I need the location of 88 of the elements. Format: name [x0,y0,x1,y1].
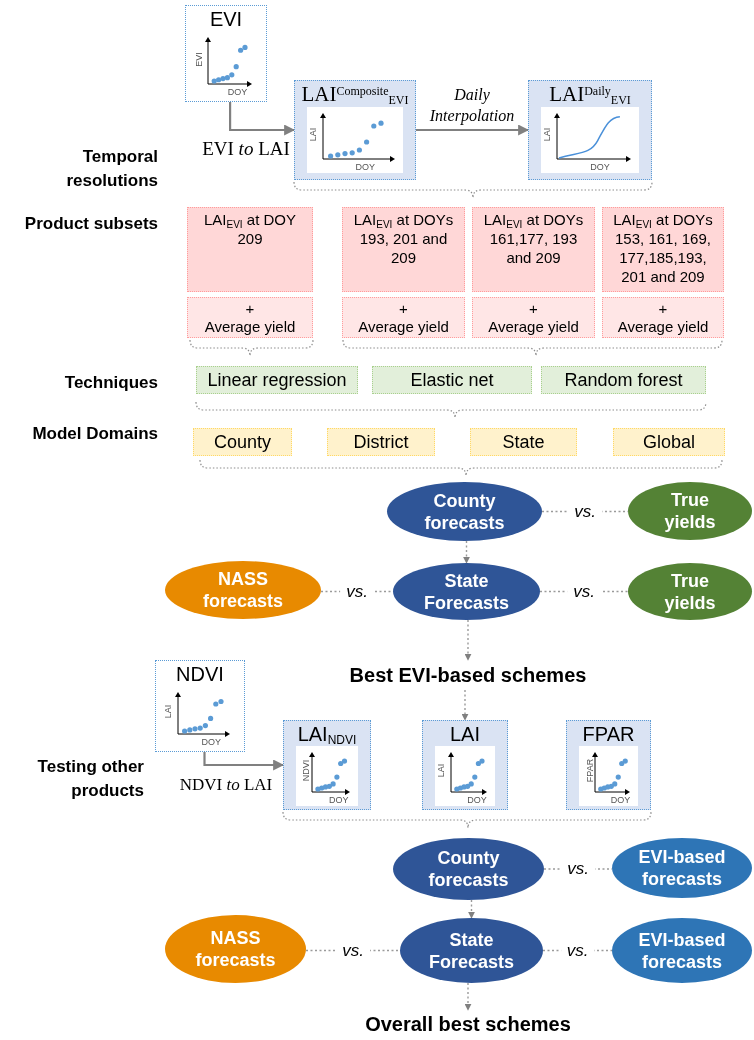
domain-box [193,428,292,456]
edge-label: NDVI to LAI [178,774,274,795]
box-text: Average yield [488,317,579,336]
axis-label: LAI [164,704,174,719]
ellipse-text: State Forecasts [422,569,510,614]
ellipse-text: State Forecasts [427,928,515,973]
ellipse-text: NASS forecasts [201,568,284,612]
ellipse-text: NASS forecasts [194,927,277,971]
subset-box [602,207,724,292]
domain-box [470,428,577,456]
domain-box [327,428,435,456]
box-text: + [245,299,255,318]
result-heading: Best EVI-based schemes [349,663,587,688]
box-text: LAI$_{EVI}$ at DOY 209 [203,210,297,248]
arrow [416,124,530,136]
chart-panel [283,720,371,810]
axis-label: DOY [590,163,610,172]
axis-label: DOY [467,796,487,805]
addition-box [342,297,465,338]
chart-panel [566,720,651,810]
axis-label: LAI [437,763,447,778]
subset-box [342,207,465,292]
row-label: Techniques [63,372,158,394]
box-text: Linear regression [207,368,347,392]
axis-label: LAI [543,127,553,142]
panel-title: LAI$_{NDVI}$ [297,724,357,744]
addition-box [602,297,724,338]
panel-title: FPAR [582,724,635,744]
addition-box [472,297,595,338]
arrow [468,899,475,919]
chart-panel [185,5,267,102]
axis-label: DOY [329,796,349,805]
chart-panel [422,720,508,810]
domain-box [613,428,725,456]
technique-box [541,366,706,394]
box-text: LAI$_{EVI}$ at DOYs 193, 201 and 209 [352,210,455,267]
ellipse-text: EVI-based forecasts [637,846,727,890]
arrow [464,982,472,1011]
technique-box [196,366,358,394]
box-text: District [353,430,409,454]
box-text: Average yield [204,317,296,336]
ellipse-text: True yields [663,489,717,533]
box-text: Elastic net [410,368,494,392]
row-label: Testing other products [36,756,144,802]
box-text: LAI$_{EVI}$ at DOYs 153, 161, 169, 177,185,193, 201 and 209 [612,210,714,286]
addition-box [187,297,313,338]
ellipse-text: True yields [663,569,717,614]
box-text: + [399,299,408,318]
axis-label: DOY [201,738,221,747]
ellipse-text: County forecasts [423,489,506,534]
box-text: State [502,430,545,454]
axis-label: EVI [194,51,204,67]
arrow [464,619,472,661]
chart-panel [155,660,245,752]
box-text: Random forest [564,368,683,392]
axis-label: LAI [309,127,319,142]
row-label: Model Domains [31,423,158,445]
axis-label: DOY [355,163,375,172]
row-label: Temporal resolutions [65,146,158,192]
ellipse-text: County forecasts [427,847,510,891]
arrow [461,689,469,721]
arrow [463,540,470,564]
panel-title: LAI [450,724,480,744]
edge-label: EVI to LAI [201,138,291,159]
box-text: + [529,299,538,318]
chart-panel [294,80,416,180]
technique-box [372,366,532,394]
edge-label: Daily Interpolation [428,85,516,126]
arrow [229,102,296,136]
box-text: LAI$_{EVI}$ at DOYs 161,177, 193 and 209 [482,210,585,267]
box-text: Average yield [358,317,449,336]
box-text: Average yield [617,317,709,336]
axis-label: DOY [610,796,631,805]
panel-title: NDVI [176,664,224,684]
panel-title: EVI [209,9,243,29]
subset-box [187,207,313,292]
axis-label: FPAR [586,758,596,783]
subset-box [472,207,595,292]
box-text: Global [643,430,695,454]
ellipse-text: EVI-based forecasts [637,928,727,973]
axis-label: NDVI [302,759,312,782]
result-heading: Overall best schemes [365,1012,571,1037]
chart-panel [528,80,652,180]
row-label: Product subsets [23,213,158,235]
box-text: County [213,430,271,454]
axis-label: DOY [227,88,248,97]
box-text: + [658,299,668,318]
arrow [203,752,285,771]
